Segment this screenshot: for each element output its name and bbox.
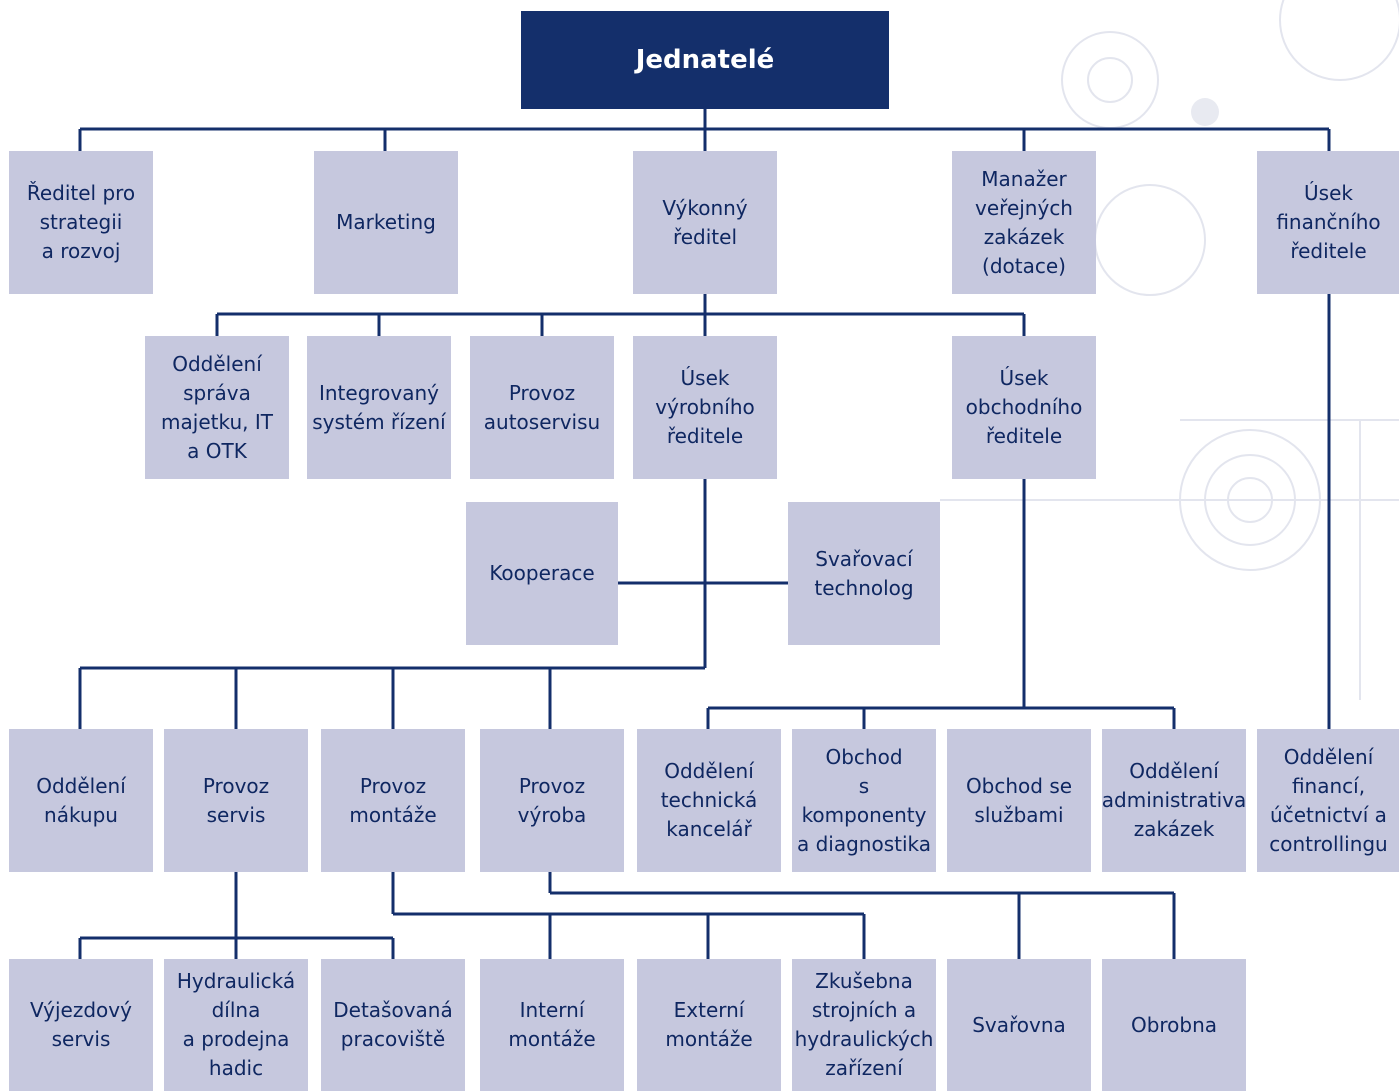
node-obchod-se-sluzbami: Obchod se službami [947,729,1091,872]
node-reditel-pro-strategii: Ředitel pro strategii a rozvoj [9,151,153,294]
node-svarovna: Svařovna [947,959,1091,1091]
node-oddeleni-financi: Oddělení financí, účetnictví a controlli… [1257,729,1399,872]
node-oddeleni-administrativa-zakazek: Oddělení administrativa zakázek [1102,729,1246,872]
node-usek-vyrobniho-reditele: Úsek výrobního ředitele [633,336,777,479]
node-provoz-vyroba: Provoz výroba [480,729,624,872]
node-kooperace: Kooperace [466,502,618,645]
node-vyjezdovy-servis: Výjezdový servis [9,959,153,1091]
node-zkusebna: Zkušebna strojních a hydraulických zaříz… [792,959,936,1091]
node-manazer-verejnych-zakazek: Manažer veřejných zakázek (dotace) [952,151,1096,294]
node-svarovaci-technolog: Svařovací technolog [788,502,940,645]
node-provoz-montaze: Provoz montáže [321,729,465,872]
node-obchod-s-komponenty: Obchod s komponenty a diagnostika [792,729,936,872]
node-detasovana-pracoviste: Detašovaná pracoviště [321,959,465,1091]
node-usek-financniho-reditele: Úsek finančního ředitele [1257,151,1399,294]
node-externi-montaze: Externí montáže [637,959,781,1091]
node-marketing: Marketing [314,151,458,294]
node-obrobna: Obrobna [1102,959,1246,1091]
node-jednatele: Jednatelé [521,11,889,109]
node-provoz-autoservisu: Provoz autoservisu [470,336,614,479]
node-vykonny-reditel: Výkonný ředitel [633,151,777,294]
node-oddeleni-technicka-kancelar: Oddělení technická kancelář [637,729,781,872]
node-integrovany-system-rizeni: Integrovaný systém řízení [307,336,451,479]
node-oddeleni-sprava-majetku: Oddělení správa majetku, IT a OTK [145,336,289,479]
node-hydraulicka-dilna: Hydraulická dílna a prodejna hadic [164,959,308,1091]
node-oddeleni-nakupu: Oddělení nákupu [9,729,153,872]
node-provoz-servis: Provoz servis [164,729,308,872]
node-usek-obchodniho-reditele: Úsek obchodního ředitele [952,336,1096,479]
node-interni-montaze: Interní montáže [480,959,624,1091]
